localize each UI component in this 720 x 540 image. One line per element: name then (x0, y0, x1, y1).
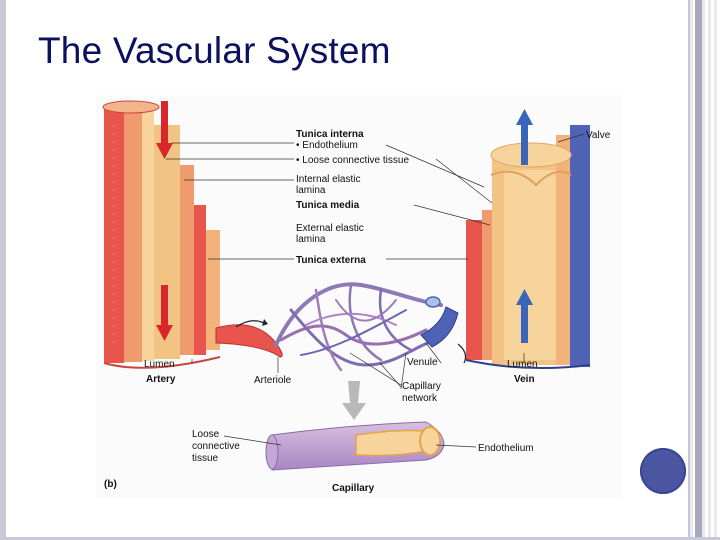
slide-title: The Vascular System (38, 30, 391, 71)
vascular-diagram: Tunica interna • Endothelium • Loose con… (96, 95, 622, 498)
label-tunica-externa: Tunica externa (296, 255, 366, 266)
label-endothelium-bullet: • Endothelium (296, 140, 358, 151)
label-lumen-artery: Lumen (144, 359, 175, 370)
label-internal-elastic-line2: lamina (296, 185, 326, 196)
artery-down-arrow-bottom (156, 285, 173, 341)
venule-opening (425, 296, 441, 308)
leader-lines (166, 133, 585, 448)
label-loose-line2: connective (192, 441, 240, 452)
capillary-network (274, 282, 443, 372)
decorative-circle (640, 448, 686, 494)
label-arteriole: Arteriole (254, 375, 292, 386)
vein-illustration (465, 125, 591, 370)
right-border-thin-bar (688, 0, 690, 540)
label-capillary-network-line2: network (402, 393, 438, 404)
label-valve: Valve (586, 130, 611, 141)
artery-down-arrow-top (156, 101, 173, 159)
label-venule: Venule (407, 357, 438, 368)
left-edge-rule (0, 0, 6, 540)
label-vein: Vein (514, 374, 535, 385)
label-capillary-network-line1: Capillary (402, 381, 441, 392)
label-endothelium: Endothelium (478, 443, 534, 454)
panel-label: (b) (104, 479, 117, 490)
arteriole-vessel (215, 324, 283, 358)
label-lumen-vein: Lumen (507, 359, 538, 370)
label-internal-elastic-line1: Internal elastic (296, 174, 360, 185)
right-border-bar (695, 0, 702, 540)
vein-up-arrow-bottom (516, 289, 533, 343)
label-external-elastic-line2: lamina (296, 234, 326, 245)
label-loose-connective-bullet: • Loose connective tissue (296, 155, 409, 166)
label-loose-line3: tissue (192, 453, 219, 464)
arteriole-flow-arrow (235, 320, 265, 328)
venule-flow-arrow (457, 343, 467, 364)
artery-illustration (102, 100, 221, 369)
venule-vessel (420, 306, 459, 348)
capillary-illustration (265, 421, 445, 471)
bottom-edge-line (0, 537, 720, 540)
arteriole-flow-arrowhead (262, 319, 268, 326)
enlargement-arrow (342, 381, 366, 420)
label-tunica-interna: Tunica interna (296, 129, 364, 140)
label-loose-line1: Loose (192, 429, 220, 440)
vein-up-arrow-top (516, 109, 533, 165)
label-capillary: Capillary (332, 483, 375, 494)
label-artery: Artery (146, 374, 176, 385)
label-external-elastic-line1: External elastic (296, 223, 364, 234)
label-tunica-media: Tunica media (296, 200, 360, 211)
